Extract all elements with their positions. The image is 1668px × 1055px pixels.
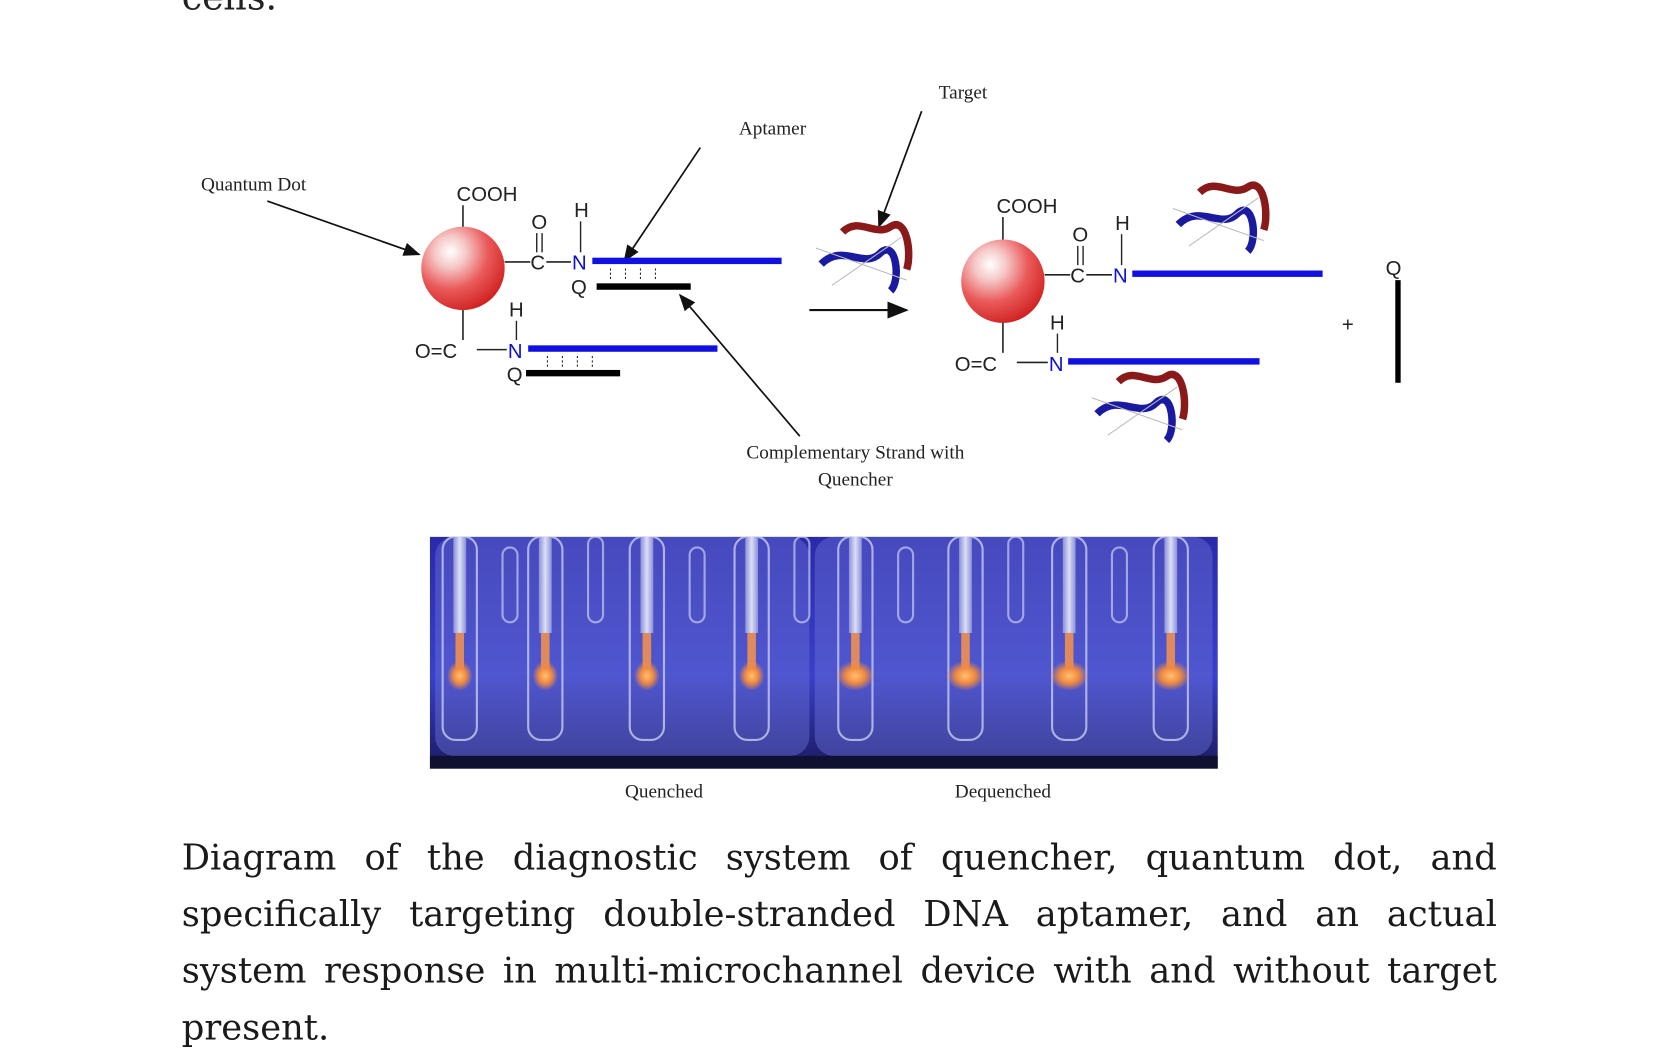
quantum-dot-left: COOH C O N H Q O=C H N Q <box>415 184 782 387</box>
microchannel <box>628 536 666 741</box>
q-label: Q <box>507 365 523 387</box>
h-label: H <box>1115 213 1130 235</box>
complementary-label-line2: Quencher <box>818 469 893 490</box>
quenched-label: Quenched <box>624 780 703 802</box>
dequenched-label: Dequenched <box>954 780 1052 802</box>
fluorescence-glow <box>634 660 660 691</box>
n-label: N <box>1049 354 1064 376</box>
previous-paragraph-text: cells. <box>182 0 277 19</box>
side-channel <box>688 546 706 624</box>
microchannel <box>1152 536 1189 741</box>
fluorescence-glow <box>946 660 985 691</box>
side-channel <box>793 536 811 624</box>
fluorescence <box>961 632 970 682</box>
microchannel <box>837 536 874 741</box>
side-channel <box>1110 546 1129 624</box>
side-channel <box>897 546 915 624</box>
fluorescence <box>642 632 652 682</box>
tubing <box>745 536 759 633</box>
target-protein-icon <box>1172 181 1270 254</box>
tubing <box>538 536 552 633</box>
target-protein-icon <box>815 221 913 294</box>
fluorescence <box>747 632 756 682</box>
microchannel <box>1051 536 1088 741</box>
n-label: N <box>1113 265 1128 287</box>
microchannel <box>527 536 564 741</box>
h-label: H <box>1050 312 1065 334</box>
target-label: Target <box>939 82 988 103</box>
aptamer-strand <box>592 257 782 265</box>
h-label: H <box>574 200 589 222</box>
cooh-label: COOH <box>996 196 1057 218</box>
microchannel-photo <box>429 536 1218 769</box>
complementary-label-line1: Complementary Strand with <box>746 443 964 464</box>
fluorescence <box>1064 632 1074 682</box>
tubing <box>1062 536 1076 633</box>
n-label: N <box>508 341 523 363</box>
fluorescence <box>1166 632 1176 682</box>
fluorescence-glow <box>532 660 559 691</box>
quencher-strand <box>526 369 621 377</box>
tubing <box>453 536 467 633</box>
aptamer-diagram: Quantum Dot Aptamer Target Complementary… <box>201 82 1402 490</box>
quantum-dot-label: Quantum Dot <box>201 174 307 195</box>
side-channel <box>501 546 519 624</box>
microchannel <box>733 536 770 741</box>
quencher-strand <box>596 283 691 290</box>
fluorescence <box>455 632 465 682</box>
target-protein-icon <box>1091 370 1189 444</box>
aptamer-strand <box>528 345 718 352</box>
h-label: H <box>509 299 524 321</box>
c-label: C <box>1070 265 1085 287</box>
q-label: Q <box>1386 258 1402 280</box>
fluorescence-glow <box>1151 660 1191 691</box>
released-quencher-strand <box>1395 280 1401 383</box>
aptamer-strand <box>1068 358 1260 365</box>
o-label: O <box>531 212 547 234</box>
fluorescence-glow <box>1049 660 1089 691</box>
fluorescence-glow <box>446 660 473 691</box>
plus-sign: + <box>1342 314 1354 336</box>
tubing <box>959 536 972 633</box>
figure-caption: Diagram of the diagnostic system of quen… <box>181 836 1497 1048</box>
tubing <box>640 536 654 633</box>
tubing <box>848 536 862 633</box>
aptamer-strand <box>1132 270 1323 277</box>
c-label: C <box>530 252 545 274</box>
q-label: Q <box>571 277 587 299</box>
microchannel <box>441 536 478 741</box>
tubing <box>1164 536 1178 633</box>
side-channel <box>1007 536 1025 624</box>
fluorescence <box>541 632 550 682</box>
oc-label: O=C <box>955 354 997 376</box>
o-label: O <box>1072 225 1088 247</box>
cooh-label: COOH <box>457 184 518 206</box>
pointer-arrows <box>267 110 923 437</box>
fluorescence-glow <box>836 660 875 691</box>
microchannel <box>947 536 984 741</box>
n-label: N <box>572 252 587 274</box>
quantum-dot-right: COOH C O N H O=C H N <box>955 196 1323 376</box>
fluorescence <box>851 632 860 682</box>
oc-label: O=C <box>415 341 457 363</box>
aptamer-label: Aptamer <box>739 119 807 140</box>
side-channel <box>586 536 605 624</box>
fluorescence-glow <box>738 660 765 691</box>
